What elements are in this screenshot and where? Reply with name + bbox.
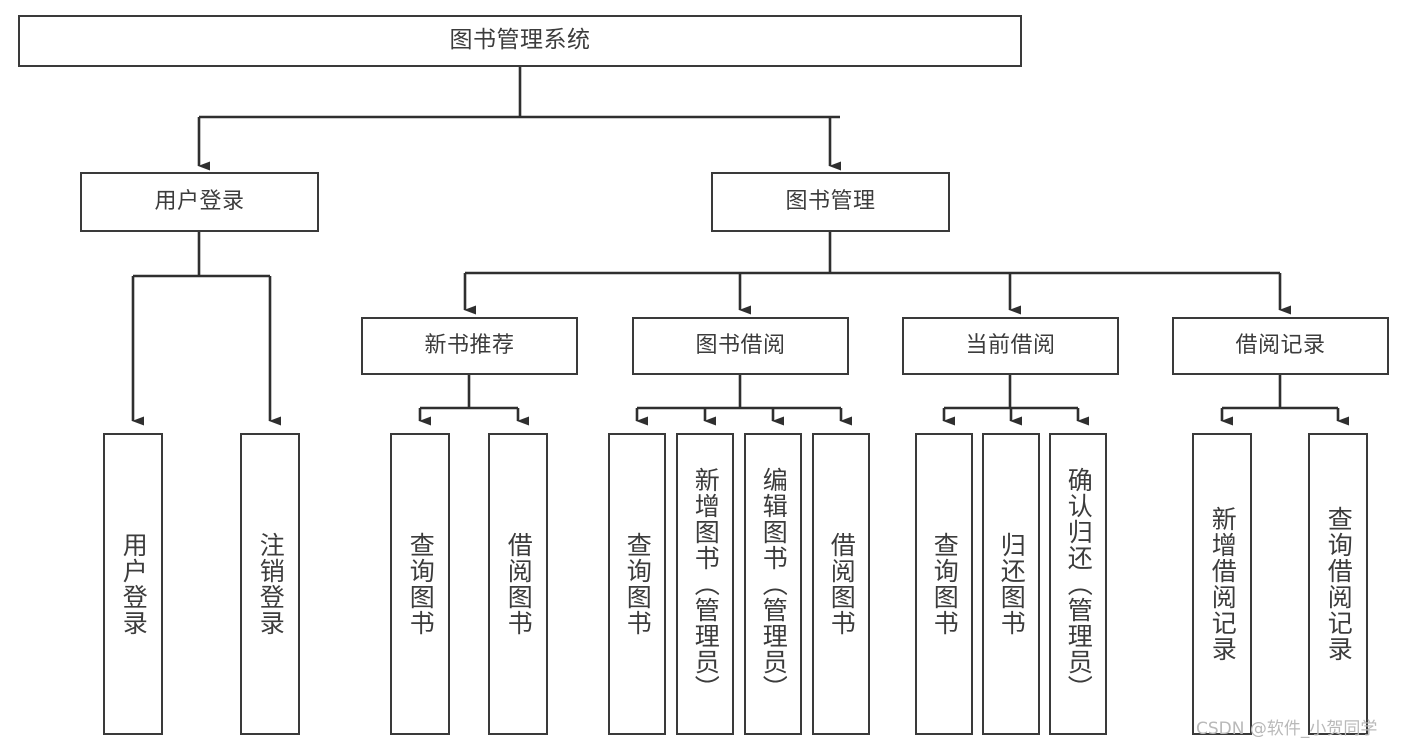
node-new-book-recommendation[interactable]: 新书推荐 <box>361 317 578 375</box>
node-label: 用户登录 <box>154 189 245 215</box>
node-label: 新书推荐 <box>424 333 515 359</box>
leaf-query-book-current[interactable]: 查询图书 <box>915 433 973 735</box>
leaf-add-book-admin[interactable]: 新增图书（管理员） <box>676 433 734 735</box>
leaf-query-book-borrow[interactable]: 查询图书 <box>608 433 666 735</box>
node-label: 查询图书 <box>623 532 653 636</box>
node-book-management[interactable]: 图书管理 <box>711 172 950 232</box>
node-label: 用户登录 <box>119 532 149 636</box>
node-label: 查询图书 <box>406 532 436 636</box>
node-label: 归还图书 <box>997 532 1027 636</box>
node-label: 查询借阅记录 <box>1324 506 1354 662</box>
node-label: 图书管理系统 <box>449 27 591 54</box>
csdn-watermark: CSDN @软件_小贺同学 <box>1196 719 1378 739</box>
node-label: 确认归还（管理员） <box>1064 467 1094 701</box>
leaf-user-login[interactable]: 用户登录 <box>103 433 163 735</box>
node-label: 借阅记录 <box>1235 333 1326 359</box>
node-label: 查询图书 <box>930 532 960 636</box>
leaf-return-book[interactable]: 归还图书 <box>982 433 1040 735</box>
leaf-borrow-book[interactable]: 借阅图书 <box>812 433 870 735</box>
leaf-confirm-return-admin[interactable]: 确认归还（管理员） <box>1049 433 1107 735</box>
leaf-query-borrow-record[interactable]: 查询借阅记录 <box>1308 433 1368 735</box>
node-label: 注销登录 <box>256 532 286 636</box>
leaf-borrow-book-new[interactable]: 借阅图书 <box>488 433 548 735</box>
node-label: 借阅图书 <box>504 532 534 636</box>
node-root-book-management-system[interactable]: 图书管理系统 <box>18 15 1022 67</box>
leaf-add-borrow-record[interactable]: 新增借阅记录 <box>1192 433 1252 735</box>
node-label: 图书借阅 <box>695 333 786 359</box>
leaf-edit-book-admin[interactable]: 编辑图书（管理员） <box>744 433 802 735</box>
node-current-borrow[interactable]: 当前借阅 <box>902 317 1119 375</box>
node-label: 编辑图书（管理员） <box>759 467 789 701</box>
node-borrow-record[interactable]: 借阅记录 <box>1172 317 1389 375</box>
node-user-login[interactable]: 用户登录 <box>80 172 319 232</box>
node-label: 新增借阅记录 <box>1208 506 1238 662</box>
node-label: 图书管理 <box>785 189 876 215</box>
node-label: 借阅图书 <box>827 532 857 636</box>
leaf-query-book-new[interactable]: 查询图书 <box>390 433 450 735</box>
node-label: 新增图书（管理员） <box>691 467 721 701</box>
node-book-borrow[interactable]: 图书借阅 <box>632 317 849 375</box>
node-label: 当前借阅 <box>965 333 1056 359</box>
leaf-logout[interactable]: 注销登录 <box>240 433 300 735</box>
